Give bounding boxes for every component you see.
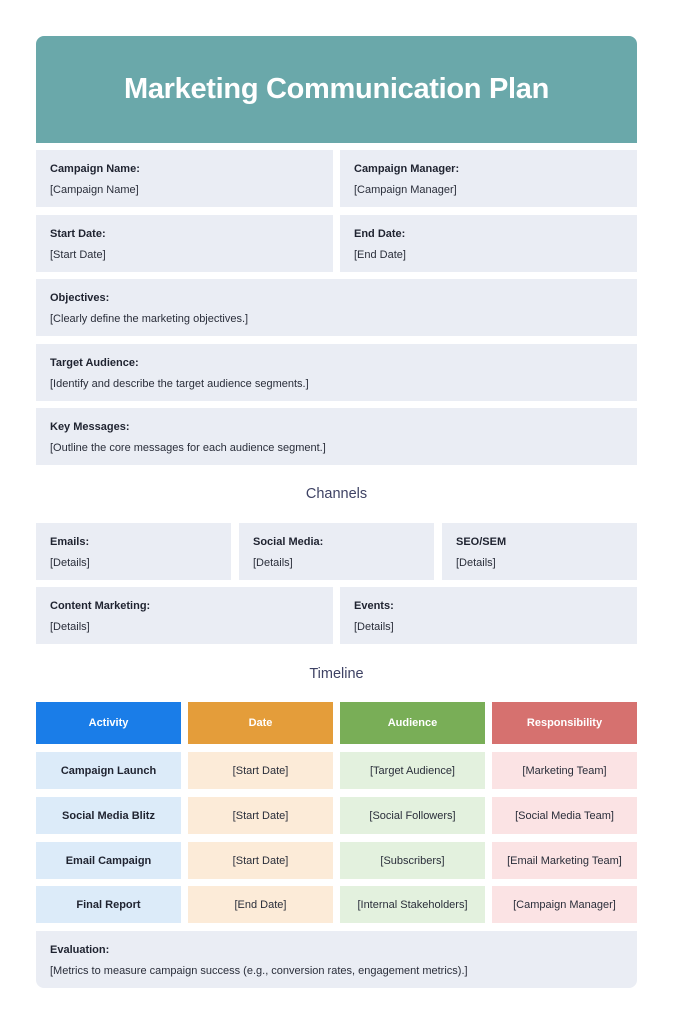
objectives-label: Objectives: [50, 292, 110, 304]
campaign-name-box[interactable]: Campaign Name: [Campaign Name] [36, 150, 333, 207]
events-value: [Details] [354, 621, 394, 633]
cell-audience[interactable]: [Subscribers] [340, 842, 485, 879]
timeline-title: Timeline [309, 666, 364, 682]
cell-responsibility[interactable]: [Campaign Manager] [492, 886, 637, 923]
cell-responsibility[interactable]: [Email Marketing Team] [492, 842, 637, 879]
seo-sem-value: [Details] [456, 557, 496, 569]
start-date-box[interactable]: Start Date: [Start Date] [36, 215, 333, 272]
cell-audience[interactable]: [Internal Stakeholders] [340, 886, 485, 923]
header-responsibility: Responsibility [492, 702, 637, 744]
end-date-box[interactable]: End Date: [End Date] [340, 215, 637, 272]
start-date-value: [Start Date] [50, 249, 106, 261]
objectives-box[interactable]: Objectives: [Clearly define the marketin… [36, 279, 637, 336]
cell-activity[interactable]: Final Report [36, 886, 181, 923]
evaluation-label: Evaluation: [50, 944, 110, 956]
channels-title: Channels [305, 486, 368, 502]
key-messages-box[interactable]: Key Messages: [Outline the core messages… [36, 408, 637, 465]
social-media-value: [Details] [253, 557, 293, 569]
evaluation-value: [Metrics to measure campaign success (e.… [50, 965, 468, 977]
cell-date[interactable]: [Start Date] [188, 797, 333, 834]
key-messages-value: [Outline the core messages for each audi… [50, 442, 326, 454]
cell-audience[interactable]: [Social Followers] [340, 797, 485, 834]
target-audience-value: [Identify and describe the target audien… [50, 378, 309, 390]
end-date-label: End Date: [354, 228, 406, 240]
emails-label: Emails: [50, 536, 90, 548]
social-media-box[interactable]: Social Media: [Details] [239, 523, 434, 580]
end-date-value: [End Date] [354, 249, 406, 261]
header-audience: Audience [340, 702, 485, 744]
cell-activity[interactable]: Social Media Blitz [36, 797, 181, 834]
cell-responsibility[interactable]: [Social Media Team] [492, 797, 637, 834]
cell-date[interactable]: [Start Date] [188, 842, 333, 879]
campaign-name-value: [Campaign Name] [50, 184, 139, 196]
social-media-label: Social Media: [253, 536, 324, 548]
title-banner: Marketing Communication Plan [36, 36, 637, 143]
campaign-name-label: Campaign Name: [50, 163, 140, 175]
cell-activity[interactable]: Email Campaign [36, 842, 181, 879]
key-messages-label: Key Messages: [50, 421, 130, 433]
campaign-manager-value: [Campaign Manager] [354, 184, 457, 196]
events-box[interactable]: Events: [Details] [340, 587, 637, 644]
seo-sem-label: SEO/SEM [456, 536, 507, 548]
header-date: Date [188, 702, 333, 744]
content-marketing-label: Content Marketing: [50, 600, 151, 612]
emails-box[interactable]: Emails: [Details] [36, 523, 231, 580]
header-activity: Activity [36, 702, 181, 744]
cell-responsibility[interactable]: [Marketing Team] [492, 752, 637, 789]
cell-audience[interactable]: [Target Audience] [340, 752, 485, 789]
evaluation-box[interactable]: Evaluation: [Metrics to measure campaign… [36, 931, 637, 988]
seo-sem-box[interactable]: SEO/SEM [Details] [442, 523, 637, 580]
cell-date[interactable]: [End Date] [188, 886, 333, 923]
events-label: Events: [354, 600, 394, 612]
content-marketing-value: [Details] [50, 621, 90, 633]
campaign-manager-label: Campaign Manager: [354, 163, 460, 175]
cell-date[interactable]: [Start Date] [188, 752, 333, 789]
start-date-label: Start Date: [50, 228, 106, 240]
content-marketing-box[interactable]: Content Marketing: [Details] [36, 587, 333, 644]
campaign-manager-box[interactable]: Campaign Manager: [Campaign Manager] [340, 150, 637, 207]
cell-activity[interactable]: Campaign Launch [36, 752, 181, 789]
target-audience-box[interactable]: Target Audience: [Identify and describe … [36, 344, 637, 401]
objectives-value: [Clearly define the marketing objectives… [50, 313, 249, 325]
emails-value: [Details] [50, 557, 90, 569]
page-title: Marketing Communication Plan [123, 73, 550, 105]
target-audience-label: Target Audience: [50, 357, 139, 369]
